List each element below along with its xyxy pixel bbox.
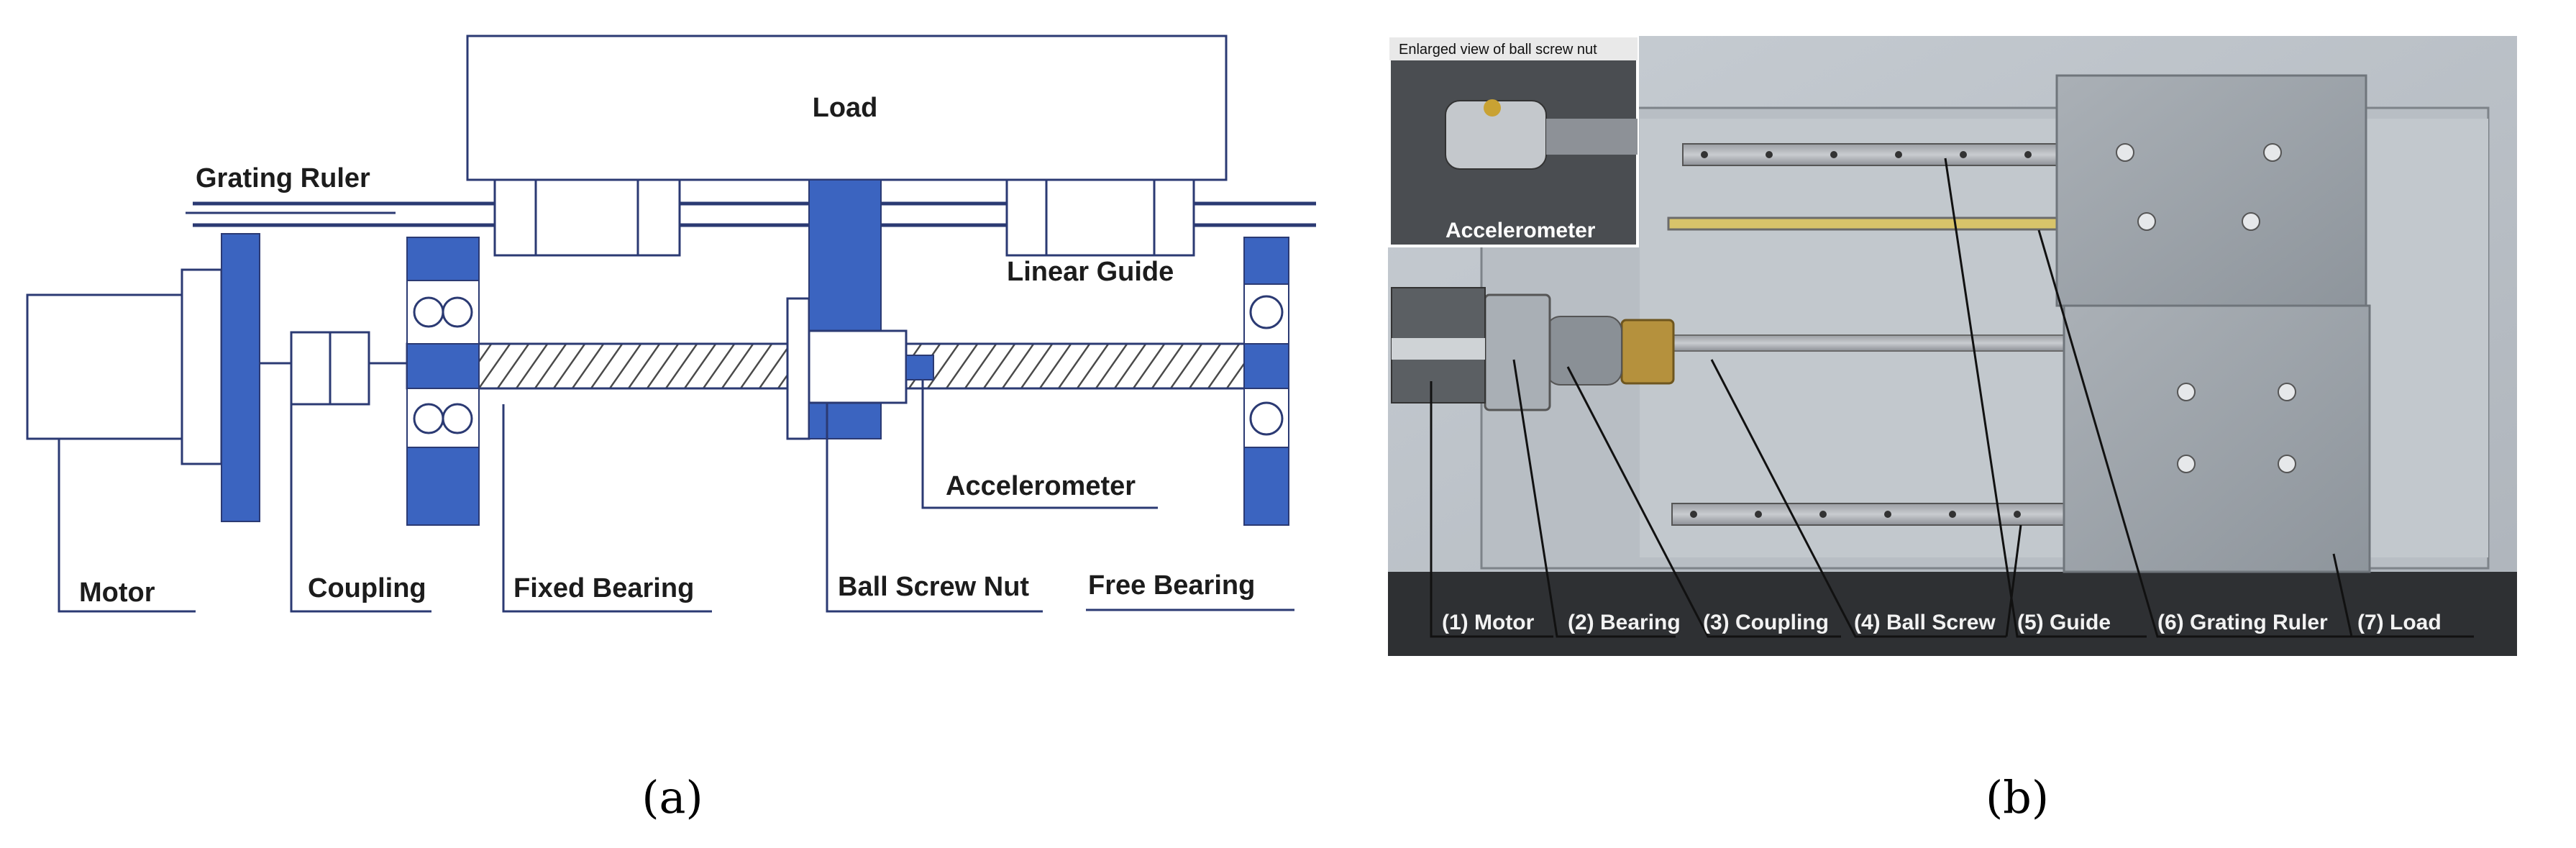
photo-label-load: (7) Load	[2357, 611, 2442, 634]
inset-accelerometer-label: Accelerometer	[1445, 219, 1596, 242]
motor-flange	[181, 268, 223, 465]
guide-carriage-left	[493, 178, 681, 257]
motor-plate	[221, 233, 260, 522]
coupling-label: Coupling	[308, 573, 426, 603]
free-bearing-label: Free Bearing	[1088, 570, 1255, 601]
photo-label-guide: (5) Guide	[2017, 611, 2111, 634]
free-bearing	[1243, 237, 1289, 526]
photo-load-bottom	[2063, 304, 2371, 573]
photo-labels: (1) Motor (2) Bearing (3) Coupling (4) B…	[1442, 611, 2442, 634]
photo-leaders	[1430, 158, 2474, 638]
caption-a: (a)	[641, 771, 703, 824]
grating-ruler-label: Grating Ruler	[196, 163, 370, 193]
photo-label-motor: (1) Motor	[1442, 611, 1535, 634]
inset-title: Enlarged view of ball screw nut	[1399, 42, 1597, 58]
ball-screw-nut	[786, 179, 908, 440]
coupling	[290, 331, 370, 406]
photo-label-bearing: (2) Bearing	[1568, 611, 1681, 634]
photo-label-ball-screw: (4) Ball Screw	[1854, 611, 1996, 634]
motor-label: Motor	[79, 578, 155, 608]
accelerometer-sensor	[905, 355, 934, 380]
photo-bearing-block	[1484, 293, 1551, 411]
photo-screw-nut	[1620, 319, 1675, 385]
caption-b: (b)	[1986, 771, 2049, 824]
fixed-bearing-label: Fixed Bearing	[513, 573, 694, 603]
photo-label-coupling: (3) Coupling	[1703, 611, 1829, 634]
load-label: Load	[813, 93, 878, 123]
load-block	[466, 35, 1228, 181]
panel-a-schematic: Load Grating Ruler	[26, 35, 1316, 824]
guide-carriage-right	[1005, 178, 1195, 257]
fixed-bearing	[406, 237, 480, 526]
photo-label-grating-ruler: (6) Grating Ruler	[2157, 611, 2328, 634]
bottom-leaders	[58, 403, 1294, 613]
inset-accelerometer-label-bg	[1435, 216, 1600, 245]
accelerometer-leader	[921, 380, 1158, 509]
accelerometer-label: Accelerometer	[946, 471, 1136, 501]
motor-body	[26, 293, 183, 440]
panel-b-photo: Enlarged view of ball screw nut Accelero…	[1388, 36, 2517, 824]
photo-inset: Enlarged view of ball screw nut Accelero…	[1388, 36, 1639, 247]
linear-guide-label: Linear Guide	[1007, 257, 1174, 287]
ball-screw-nut-label: Ball Screw Nut	[838, 572, 1029, 602]
photo-load-top	[2055, 74, 2367, 307]
